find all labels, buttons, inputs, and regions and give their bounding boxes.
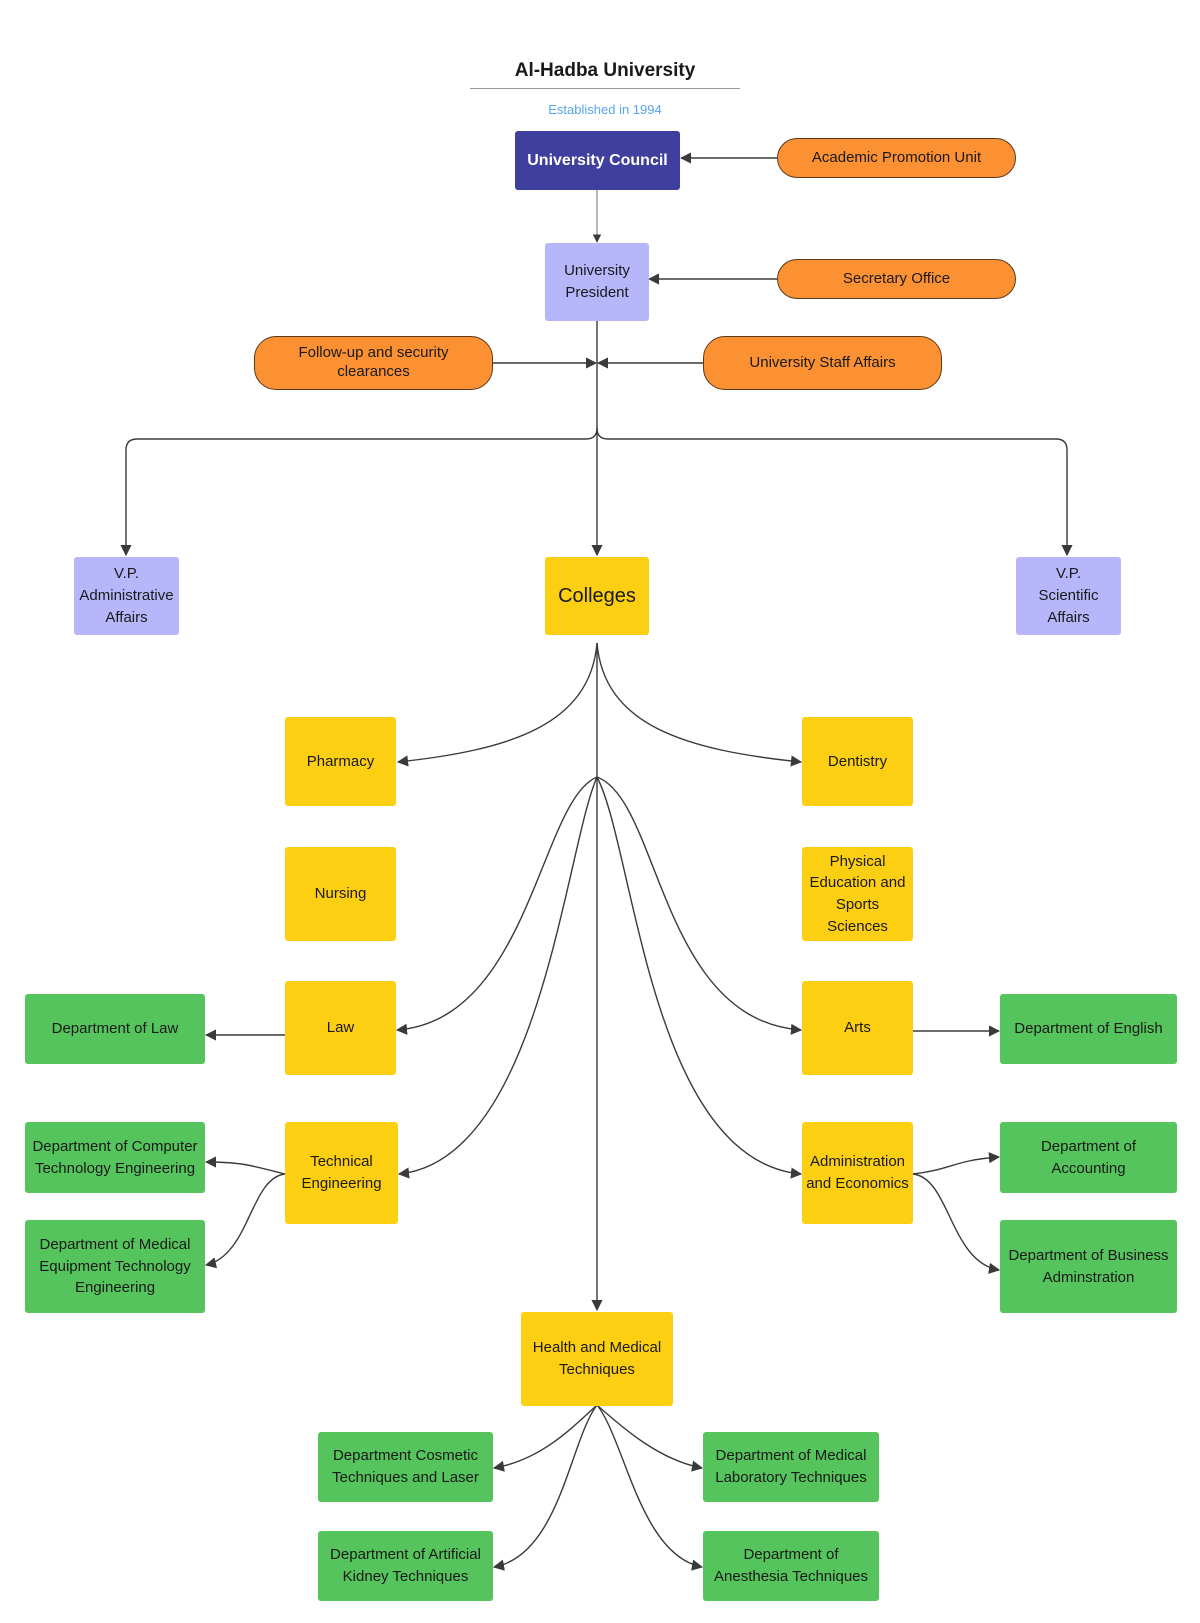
connector-trunk-vp-scientific [596,427,1073,557]
connector-colleges-dentistry [596,642,803,767]
node-department-anesthesia: Department of Anesthesia Techniques [703,1531,879,1601]
connector-health-cosmetic [492,1404,598,1472]
diagram-title: Al-Hadba University [514,60,696,81]
node-department-cosmetic-laser: Department Cosmetic Techniques and Laser [318,1432,493,1502]
connector-health-lab [596,1404,704,1472]
connector-technical-computer [204,1156,286,1175]
node-department-medical-equipment: Department of Medical Equipment Technolo… [25,1220,205,1313]
connector-technical-equipment [204,1173,286,1269]
node-department-business-administration: Department of Business Adminstration [1000,1220,1177,1313]
connector-health-kidney [492,1404,598,1571]
node-vp-scientific: V.P. Scientific Affairs [1016,557,1121,635]
connector-admin-business [912,1173,1001,1274]
node-colleges: Colleges [545,557,649,635]
node-administration-economics: Administration and Economics [802,1122,913,1224]
connector-trunk-vp-admin [120,427,598,557]
node-department-medical-laboratory: Department of Medical Laboratory Techniq… [703,1432,879,1502]
node-department-accounting: Department of Accounting [1000,1122,1177,1193]
node-university-president: University President [545,243,649,321]
node-law: Law [285,981,396,1075]
node-physical-education: Physical Education and Sports Sciences [802,847,913,941]
node-staff-affairs: University Staff Affairs [703,336,942,390]
connector-hub-arts [596,776,803,1035]
node-health-medical-techniques: Health and Medical Techniques [521,1312,673,1406]
node-department-of-law: Department of Law [25,994,205,1064]
node-technical-engineering: Technical Engineering [285,1122,398,1224]
node-department-of-english: Department of English [1000,994,1177,1064]
node-vp-administrative: V.P. Administrative Affairs [74,557,179,635]
node-secretary-office: Secretary Office [777,259,1016,299]
title-underline [470,88,740,89]
connector-hub-law [395,776,598,1035]
node-dentistry: Dentistry [802,717,913,806]
node-department-artificial-kidney: Department of Artificial Kidney Techniqu… [318,1531,493,1601]
node-nursing: Nursing [285,847,396,941]
connector-colleges-pharmacy [396,642,598,767]
connector-hub-technical [397,776,598,1179]
node-followup-security: Follow-up and security clearances [254,336,493,390]
node-academic-promotion-unit: Academic Promotion Unit [777,138,1016,178]
connector-hub-admin [596,776,803,1179]
node-arts: Arts [802,981,913,1075]
connector-admin-accounting [912,1152,1001,1175]
diagram-subtitle: Established in 1994 [548,102,662,117]
node-department-computer-technology: Department of Computer Technology Engine… [25,1122,205,1193]
node-university-council: University Council [515,131,680,190]
connector-health-anesthesia [596,1404,704,1571]
node-pharmacy: Pharmacy [285,717,396,806]
